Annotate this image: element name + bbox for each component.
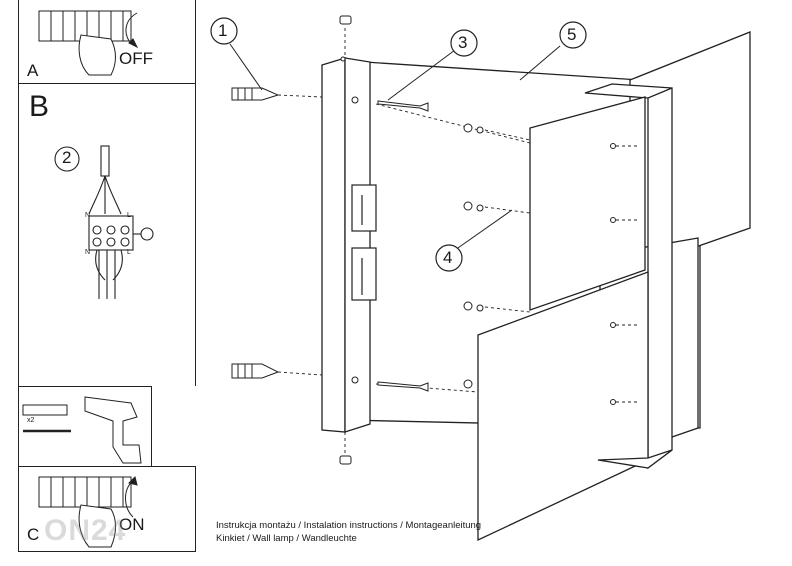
switchboard-illustration [38,10,139,76]
caption-line-1: Instrukcja montażu / Instalation instruc… [216,520,482,531]
callout-5: 5 [567,25,577,44]
on-label: ON [119,515,145,534]
drill-illustration [22,396,142,464]
panel-b-wiring: B 2 N L N L [18,84,196,386]
callout-circle-4 [435,244,463,272]
top-bracket [584,83,673,99]
panel-b-letter: B [29,90,50,123]
wall-plug-top [231,87,280,101]
quantity-label: x2 [27,417,35,424]
bottom-grub-screw [339,455,352,465]
wall-plug-bottom [231,363,280,379]
hand-icon [78,34,116,76]
mounting-bar-front [321,57,346,433]
panel-a-letter: A [27,61,39,80]
step-2-number: 2 [62,148,72,167]
watermark: ON24 [44,514,127,547]
screw-bottom [377,381,429,392]
nut-4 [463,379,473,389]
switchboard-on-illustration [38,476,138,548]
panel-c-letter: C [27,525,40,544]
callout-circle-5 [559,21,587,49]
wire-n-bottom: N [85,249,91,256]
mounting-bar-side [344,57,371,433]
callout-3: 3 [458,33,468,52]
top-grub-screw [339,15,352,25]
hand-icon [78,504,116,548]
callout-4: 4 [443,248,453,267]
wire-l-bottom: L [127,249,131,256]
shade-side [647,87,673,470]
bottom-bracket [597,449,673,469]
panel-c-power-on: C ON [18,466,196,552]
wiring-diagram [54,145,154,299]
nut-2 [463,201,473,211]
nut-3 [463,301,473,311]
panel-drill-tools: x2 [18,386,152,468]
wire-l-top: L [127,212,131,219]
drill-icon [84,396,142,464]
caption-line-2: Kinkiet / Wall lamp / Wandleuchte [216,533,357,544]
terminal-block-upper [351,184,377,232]
screw-top [377,100,429,112]
callout-1: 1 [218,21,228,40]
front-panel-upper [529,96,646,311]
wire-n-top: N [85,212,91,219]
ground-icon [140,227,154,241]
callout-circle-1 [210,17,238,45]
off-label: OFF [119,49,153,68]
callout-circle-3 [450,29,478,57]
panel-a-power-off: A OFF [18,0,196,84]
wall-plug-icon [22,404,68,416]
terminal-block-lower [351,247,377,301]
nut-1 [463,123,473,133]
